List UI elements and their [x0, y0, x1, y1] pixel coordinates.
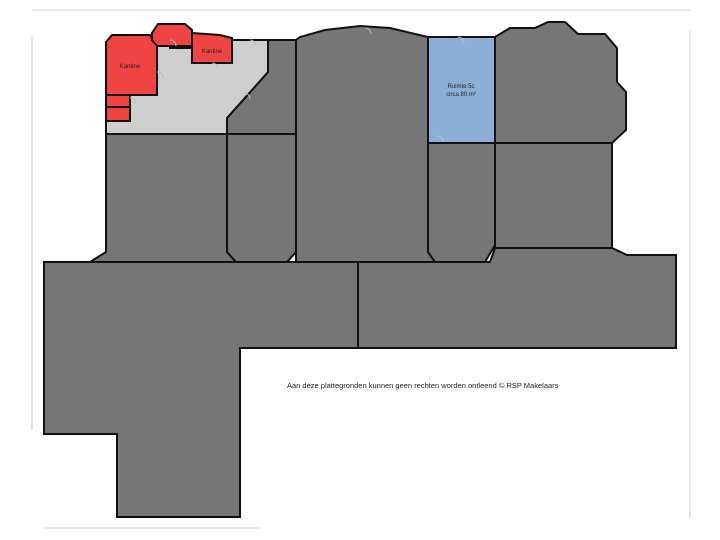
door-icon [364, 27, 372, 35]
kantine-room-top[interactable] [151, 23, 193, 47]
door-icon [457, 36, 465, 44]
door-icon [156, 71, 164, 79]
door-icon [211, 62, 219, 70]
door-icon [243, 92, 251, 100]
kantine-small-1[interactable] [105, 94, 131, 108]
unit-middle-2[interactable] [226, 133, 297, 263]
door-icon [169, 39, 177, 47]
dimension-lines [31, 9, 691, 529]
kantine-label: Kantine [120, 64, 141, 70]
doors [129, 27, 465, 143]
disclaimer-text: Aan deze plattegronden kunnen geen recht… [287, 381, 559, 390]
door-icon [129, 97, 137, 105]
unit-5c-below[interactable] [427, 142, 496, 263]
door-icon [436, 135, 444, 143]
ruimte-5c-area: circa 80 m² [446, 92, 476, 98]
unit-bottom-right[interactable] [357, 247, 677, 349]
door-icon [249, 39, 257, 47]
unit-ruimte-5c[interactable] [427, 36, 496, 144]
kantine-room-right[interactable] [191, 31, 233, 64]
kantine-label: Kantine [202, 49, 223, 55]
unit-right-upper[interactable] [494, 21, 627, 144]
ruimte-5c-label: Ruimte 5c [447, 84, 474, 90]
unit-middle-1[interactable] [86, 133, 239, 263]
unit-right-middle[interactable] [494, 142, 613, 249]
unit-tall-center[interactable] [295, 24, 437, 263]
kantine-small-2[interactable] [105, 106, 131, 122]
